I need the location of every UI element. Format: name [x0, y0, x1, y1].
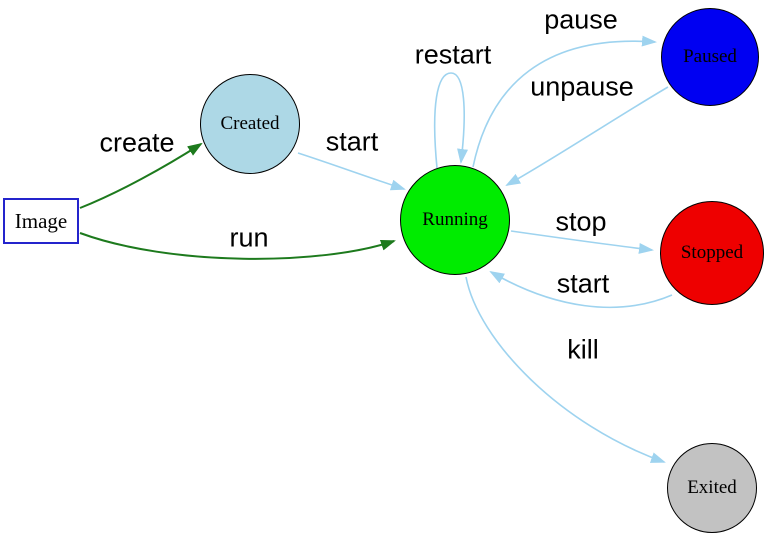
edge-pause-arrow [472, 35, 657, 168]
edge-stop-arrow [510, 230, 654, 254]
edge-start-created-running-arrow [297, 152, 406, 191]
edge-label-unpause: unpause [530, 71, 634, 102]
node-exited-label: Exited [687, 477, 737, 498]
edge-label-start-created-running: start [325, 126, 379, 157]
node-stopped: Stopped [660, 201, 764, 305]
edge-label-restart: restart [414, 39, 492, 70]
edge-unpause-arrow [505, 86, 669, 186]
edge-restart-selfloop-arrow [433, 72, 469, 169]
node-paused-label: Paused [683, 46, 737, 67]
edge-label-run: run [229, 222, 269, 253]
edge-start-stopped-running-arrow [489, 270, 673, 309]
edge-run-arrow [79, 232, 396, 260]
edge-label-pause: pause [544, 4, 618, 35]
node-paused: Paused [661, 8, 759, 106]
edge-create-arrow [79, 142, 203, 209]
edge-label-stop: stop [555, 206, 607, 237]
node-image-label: Image [14, 208, 68, 233]
node-running-label: Running [422, 209, 488, 230]
node-created-label: Created [220, 113, 280, 134]
node-image: Image [3, 198, 79, 244]
node-running: Running [400, 165, 510, 275]
edge-kill-arrow [465, 276, 666, 463]
node-exited: Exited [667, 443, 757, 533]
edge-label-kill: kill [567, 334, 599, 365]
node-created: Created [200, 74, 300, 174]
edge-label-create: create [99, 127, 175, 158]
node-stopped-label: Stopped [680, 242, 744, 263]
edge-label-start-stopped-running: start [556, 268, 610, 299]
